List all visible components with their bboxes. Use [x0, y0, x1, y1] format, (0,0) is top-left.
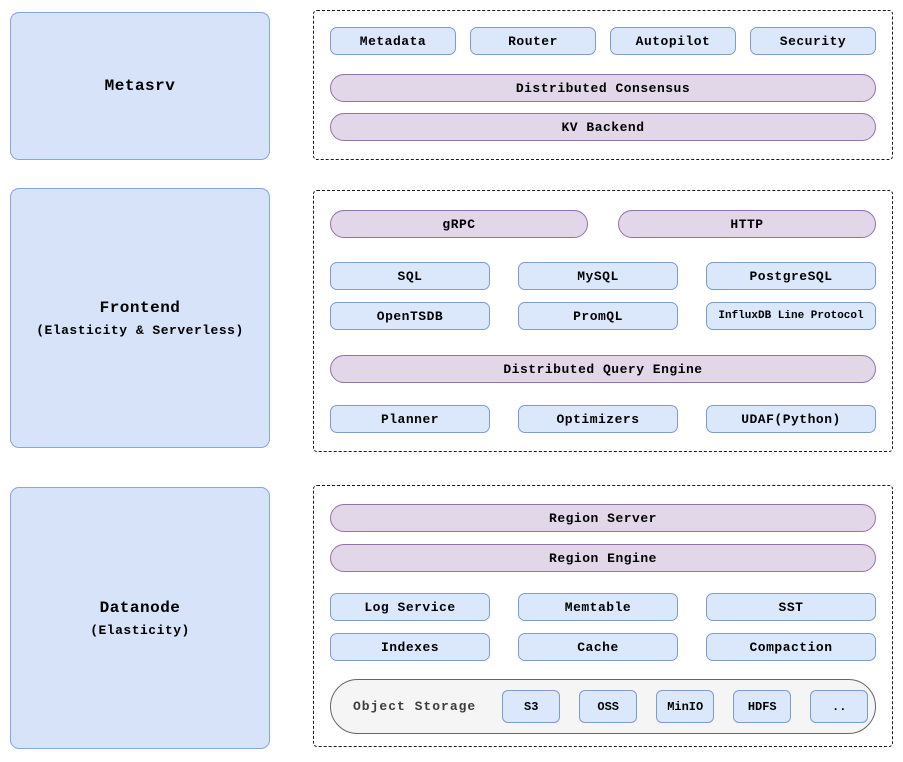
datanode-panel: Datanode (Elasticity) — [10, 487, 270, 749]
compaction-box: Compaction — [706, 633, 876, 661]
http-pill: HTTP — [618, 210, 876, 238]
memtable-box: Memtable — [518, 593, 678, 621]
oss-box: OSS — [579, 690, 638, 723]
datanode-subtitle: (Elasticity) — [90, 622, 190, 638]
distributed-consensus-pill: Distributed Consensus — [330, 74, 876, 102]
mysql-box: MySQL — [518, 262, 678, 290]
region-server-pill: Region Server — [330, 504, 876, 532]
opentsdb-box: OpenTSDB — [330, 302, 490, 330]
frontend-subtitle: (Elasticity & Serverless) — [36, 322, 244, 338]
datanode-title: Datanode — [99, 598, 181, 617]
more-backends-box: .. — [810, 690, 869, 723]
autopilot-box: Autopilot — [610, 27, 736, 55]
postgresql-box: PostgreSQL — [706, 262, 876, 290]
kv-backend-pill: KV Backend — [330, 113, 876, 141]
minio-box: MinIO — [656, 690, 715, 723]
s3-box: S3 — [502, 690, 561, 723]
planner-box: Planner — [330, 405, 490, 433]
influxdb-line-protocol-box: InfluxDB Line Protocol — [706, 302, 876, 330]
indexes-box: Indexes — [330, 633, 490, 661]
object-storage-backends: S3 OSS MinIO HDFS .. — [502, 690, 869, 723]
frontend-api-row-1: SQL MySQL PostgreSQL — [330, 262, 876, 290]
datanode-components-row-2: Indexes Cache Compaction — [330, 633, 876, 661]
datanode-components-row-1: Log Service Memtable SST — [330, 593, 876, 621]
object-storage-container: Object Storage S3 OSS MinIO HDFS .. — [330, 679, 876, 734]
promql-box: PromQL — [518, 302, 678, 330]
grpc-pill: gRPC — [330, 210, 588, 238]
metasrv-title: Metasrv — [104, 77, 176, 95]
metasrv-services-row: Metadata Router Autopilot Security — [330, 27, 876, 55]
metasrv-container: Metadata Router Autopilot Security Distr… — [313, 10, 893, 160]
log-service-box: Log Service — [330, 593, 490, 621]
frontend-container: gRPC HTTP SQL MySQL PostgreSQL OpenTSDB … — [313, 190, 893, 452]
udaf-python-box: UDAF(Python) — [706, 405, 876, 433]
frontend-title: Frontend — [99, 298, 181, 317]
datanode-container: Region Server Region Engine Log Service … — [313, 485, 893, 747]
frontend-panel: Frontend (Elasticity & Serverless) — [10, 188, 270, 448]
optimizers-box: Optimizers — [518, 405, 678, 433]
security-box: Security — [750, 27, 876, 55]
router-box: Router — [470, 27, 596, 55]
region-engine-pill: Region Engine — [330, 544, 876, 572]
sql-box: SQL — [330, 262, 490, 290]
object-storage-label: Object Storage — [353, 699, 477, 714]
metadata-box: Metadata — [330, 27, 456, 55]
frontend-protocol-pills: gRPC HTTP — [330, 210, 876, 238]
frontend-engine-row: Planner Optimizers UDAF(Python) — [330, 405, 876, 433]
metasrv-panel: Metasrv — [10, 12, 270, 160]
sst-box: SST — [706, 593, 876, 621]
cache-box: Cache — [518, 633, 678, 661]
hdfs-box: HDFS — [733, 690, 792, 723]
distributed-query-engine-pill: Distributed Query Engine — [330, 355, 876, 383]
frontend-api-row-2: OpenTSDB PromQL InfluxDB Line Protocol — [330, 302, 876, 330]
